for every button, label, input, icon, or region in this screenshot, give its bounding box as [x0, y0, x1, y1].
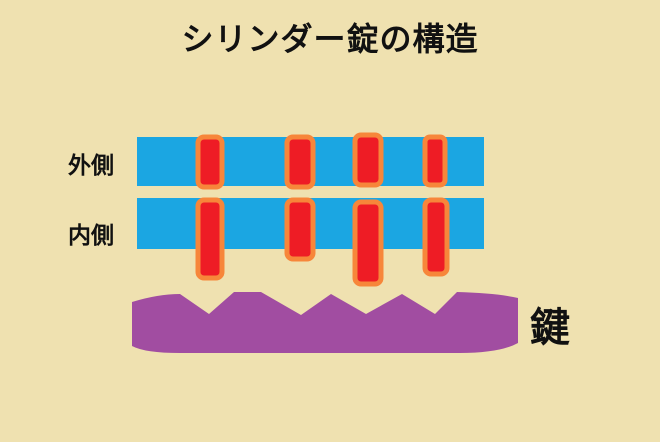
outer-pin-3: [352, 132, 384, 188]
diagram-title: シリンダー錠の構造: [181, 20, 479, 58]
outer-pin-2: [284, 134, 316, 190]
inner-label: 内側: [68, 223, 114, 249]
outer-pin-4: [422, 134, 448, 188]
key-label: 鍵: [530, 305, 570, 351]
inner-pin-2: [284, 197, 316, 262]
key-blade: [132, 292, 518, 353]
outer-pins: [195, 132, 448, 190]
outer-pin-1: [195, 134, 225, 190]
inner-pin-1: [195, 197, 225, 281]
inner-pins: [195, 197, 450, 287]
inner-pin-4: [422, 197, 450, 277]
outer-label: 外側: [68, 153, 114, 179]
inner-pin-3: [352, 199, 384, 287]
